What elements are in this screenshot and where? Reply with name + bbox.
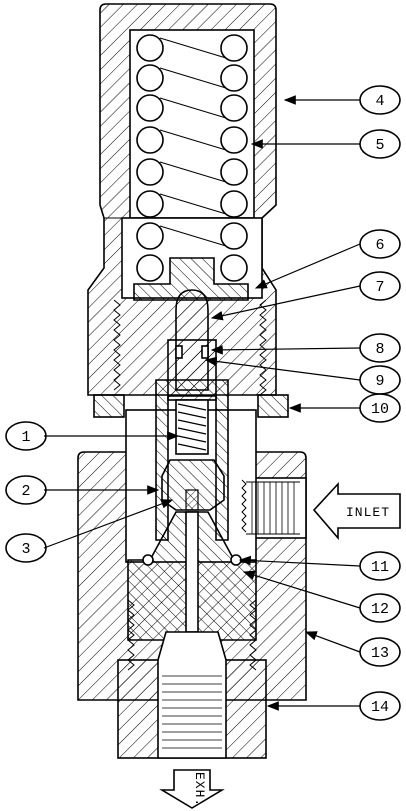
exhaust-label: EXH. [192, 772, 207, 807]
callout-6: 6 [359, 229, 401, 259]
poppet [161, 459, 225, 511]
callout-5: 5 [359, 129, 401, 159]
callout-2: 2 [5, 475, 47, 505]
callout-5-label: 5 [375, 137, 384, 154]
callout-13-label: 13 [371, 645, 389, 662]
o-ring-upper [175, 345, 209, 359]
callout-7: 7 [359, 271, 401, 301]
callout-3: 3 [5, 533, 47, 563]
spring [136, 34, 248, 282]
lock-nut [93, 394, 289, 418]
callout-12: 12 [359, 593, 401, 623]
callout-12-label: 12 [371, 601, 389, 618]
callout-2-label: 2 [21, 483, 30, 500]
inlet-arrow: INLET [312, 481, 401, 541]
callout-6-label: 6 [375, 237, 384, 254]
callout-13: 13 [359, 637, 401, 667]
callout-4: 4 [359, 85, 401, 115]
callout-11-label: 11 [371, 559, 389, 576]
callout-10-label: 10 [371, 401, 389, 418]
callout-1: 1 [5, 421, 47, 451]
callout-4-label: 4 [375, 93, 384, 110]
callout-1-label: 1 [21, 429, 30, 446]
callout-10: 10 [359, 393, 401, 423]
exhaust-fitting [117, 631, 267, 759]
callout-8-label: 8 [375, 341, 384, 358]
callout-9-label: 9 [375, 373, 384, 390]
callout-14: 14 [359, 691, 401, 721]
bonnet-threads [113, 299, 267, 396]
callout-leaders [43, 95, 361, 711]
callout-9: 9 [359, 365, 401, 395]
body-threads [127, 599, 257, 671]
callout-3-label: 3 [21, 541, 30, 558]
inlet-label: INLET [346, 505, 390, 520]
exhaust-arrow: EXH. [159, 769, 225, 809]
spring-seat [133, 257, 249, 301]
callout-14-label: 14 [371, 699, 389, 716]
seat-insert [127, 511, 257, 641]
callout-11: 11 [359, 551, 401, 581]
callout-7-label: 7 [375, 279, 384, 296]
inlet-threads [241, 479, 300, 535]
inner-spring [175, 399, 209, 455]
callout-8: 8 [359, 333, 401, 363]
